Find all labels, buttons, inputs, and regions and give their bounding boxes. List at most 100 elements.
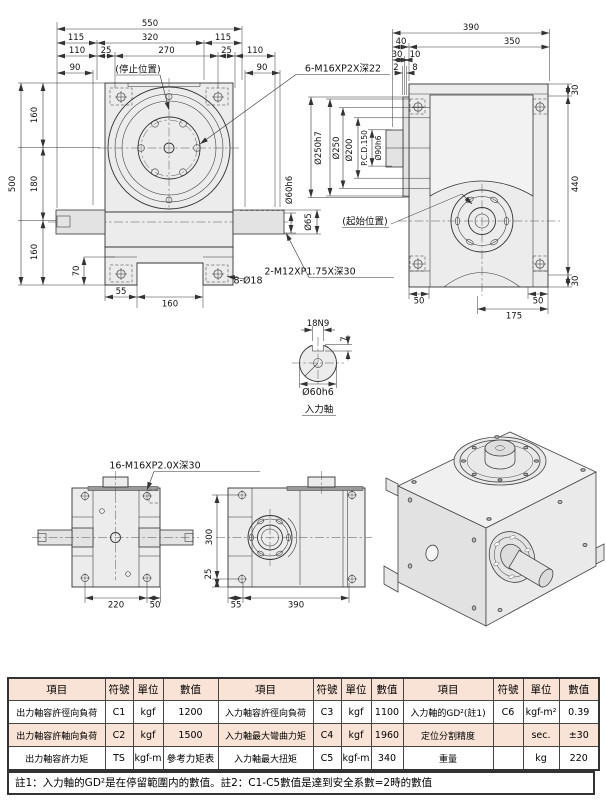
cell: 出力軸容許軸向負荷 bbox=[7, 723, 106, 747]
dim-50-left: 50 bbox=[414, 297, 425, 307]
front-callouts: (停止位置) 6-M16XP2X深22 8-Ø18 2-M12XP1.75X深3… bbox=[115, 64, 394, 287]
dim-dia90h6: Ø90h6 bbox=[374, 135, 383, 160]
spec-row-2: 出力軸容許軸向負荷 C2 kgf 1500 入力軸最大彎曲力矩 C4 kgf 1… bbox=[7, 723, 600, 747]
dim-25-right: 25 bbox=[221, 46, 232, 56]
cell: kgf bbox=[132, 723, 164, 747]
col-unit-2: 單位 bbox=[340, 677, 372, 701]
cell: 1200 bbox=[162, 700, 219, 724]
dim-390-rear: 390 bbox=[288, 601, 304, 611]
cell bbox=[492, 723, 524, 747]
iso-top-dial bbox=[453, 436, 547, 486]
input-shaft-section: 18N9 7 Ø60h6 入力軸 bbox=[292, 319, 352, 416]
col-value-3: 數值 bbox=[558, 677, 600, 701]
col-symbol-2: 符號 bbox=[312, 677, 342, 701]
cell: kgf bbox=[340, 700, 372, 724]
cell: 入力軸最大扭矩 bbox=[217, 746, 314, 771]
cell: C3 bbox=[312, 700, 342, 724]
dim-90-left: 90 bbox=[70, 63, 81, 73]
dim-160-base: 160 bbox=[162, 300, 178, 310]
side-dimensions: 390 40 350 30 10 2 8 Ø250h7 Ø250 Ø200 P.… bbox=[308, 23, 581, 322]
tap-callout-16m16: 16-M16XP2.0X深30 bbox=[109, 461, 200, 472]
dim-500: 500 bbox=[8, 176, 18, 192]
dim-8: 8 bbox=[412, 63, 417, 73]
cell: 參考力矩表 bbox=[162, 746, 219, 771]
iso-right-face bbox=[485, 471, 597, 627]
dim-350: 350 bbox=[504, 37, 520, 47]
cell: 入力軸的GD²(註1) bbox=[402, 700, 494, 724]
dim-50-top-view: 50 bbox=[150, 601, 161, 611]
cell: C5 bbox=[312, 746, 342, 771]
spec-table: 項目 符號 單位 數值 項目 符號 單位 數值 項目 符號 單位 數值 出力軸容… bbox=[7, 677, 600, 771]
dim-180: 180 bbox=[30, 176, 40, 192]
dim-key-depth-7: 7 bbox=[340, 336, 350, 341]
dim-440: 440 bbox=[571, 176, 581, 192]
cell: TS bbox=[104, 746, 134, 771]
dim-40: 40 bbox=[396, 37, 407, 47]
dim-30-a: 30 bbox=[392, 50, 403, 60]
cell: kgf-m bbox=[340, 746, 372, 771]
col-item-1: 項目 bbox=[7, 677, 106, 701]
front-right-shaft bbox=[232, 209, 285, 235]
dim-220: 220 bbox=[108, 601, 124, 611]
cell: 220 bbox=[558, 746, 600, 771]
spec-header-row: 項目 符號 單位 數值 項目 符號 單位 數值 項目 符號 單位 數值 bbox=[7, 677, 600, 701]
tap-callout-6m16: 6-M16XP2X深22 bbox=[305, 64, 381, 75]
cell: kgf bbox=[340, 723, 372, 747]
cell: 出力軸容許徑向負荷 bbox=[7, 700, 106, 724]
dim-10: 10 bbox=[410, 50, 421, 60]
col-value-1: 數值 bbox=[162, 677, 219, 701]
front-left-shaft bbox=[55, 209, 106, 235]
cell: kgf-m bbox=[132, 746, 164, 771]
stop-position-label: (停止位置) bbox=[115, 64, 160, 76]
cell: 重量 bbox=[402, 746, 494, 771]
dim-dia250: Ø250 bbox=[331, 137, 342, 160]
iso-shaft-end bbox=[538, 568, 554, 588]
drawing-canvas: 550 115 320 115 110 25 270 25 110 90 90 … bbox=[8, 19, 605, 627]
cell: 定位分割精度 bbox=[402, 723, 494, 747]
dim-550: 550 bbox=[142, 19, 158, 29]
cell: 入力軸最大彎曲力矩 bbox=[217, 723, 314, 747]
front-shaft-band bbox=[104, 211, 234, 248]
dim-70: 70 bbox=[72, 266, 82, 277]
dim-115-left: 115 bbox=[68, 33, 84, 43]
dim-160-bottom: 160 bbox=[30, 244, 40, 260]
col-value-2: 數值 bbox=[370, 677, 404, 701]
dim-320: 320 bbox=[142, 33, 158, 43]
cell: 1500 bbox=[162, 723, 219, 747]
tap-callout-2m12: 2-M12XP1.75X深30 bbox=[264, 267, 355, 278]
front-view: 550 115 320 115 110 25 270 25 110 90 90 … bbox=[8, 19, 394, 310]
front-base bbox=[104, 246, 234, 286]
dim-dia200: Ø200 bbox=[344, 139, 355, 162]
front-dimensions: 550 115 320 115 110 25 270 25 110 90 90 … bbox=[8, 19, 320, 310]
cell: 340 bbox=[370, 746, 404, 771]
dim-50-right: 50 bbox=[533, 297, 544, 307]
cell: C1 bbox=[104, 700, 134, 724]
dim-dia250h7: Ø250h7 bbox=[313, 131, 324, 165]
col-unit-1: 單位 bbox=[132, 677, 164, 701]
cell: ±30 bbox=[558, 723, 600, 747]
dim-300: 300 bbox=[205, 529, 215, 545]
cell: kg bbox=[522, 746, 560, 771]
col-item-2: 項目 bbox=[217, 677, 314, 701]
side-dial-edge bbox=[402, 96, 410, 198]
cell: 1960 bbox=[370, 723, 404, 747]
top-view: 220 50 16-M16XP2.0X深30 bbox=[32, 461, 260, 611]
iso-side-hole bbox=[425, 544, 439, 562]
dim-2: 2 bbox=[393, 63, 398, 73]
dim-55-rear: 55 bbox=[231, 601, 242, 611]
side-view: 390 40 350 30 10 2 8 Ø250h7 Ø250 Ø200 P.… bbox=[308, 23, 581, 322]
cell: C6 bbox=[492, 700, 524, 724]
dim-key-18n9: 18N9 bbox=[307, 319, 330, 329]
table-note: 註1：入力軸的GD²是在停留範圍内的數值。註2：C1-C5數值是達到安全系數=2… bbox=[7, 771, 595, 795]
cell: 出力軸容許力矩 bbox=[7, 746, 106, 771]
dim-pcd150: P.C.D.150 bbox=[360, 130, 369, 166]
dim-110-right: 110 bbox=[247, 46, 263, 56]
dim-25-rear: 25 bbox=[204, 569, 214, 580]
cell bbox=[492, 746, 524, 771]
dim-390: 390 bbox=[463, 23, 479, 33]
col-symbol-3: 符號 bbox=[492, 677, 524, 701]
col-symbol-1: 符號 bbox=[104, 677, 134, 701]
dim-270: 270 bbox=[158, 46, 174, 56]
dim-90-right: 90 bbox=[257, 63, 268, 73]
rear-view: 300 25 55 390 bbox=[204, 471, 372, 611]
